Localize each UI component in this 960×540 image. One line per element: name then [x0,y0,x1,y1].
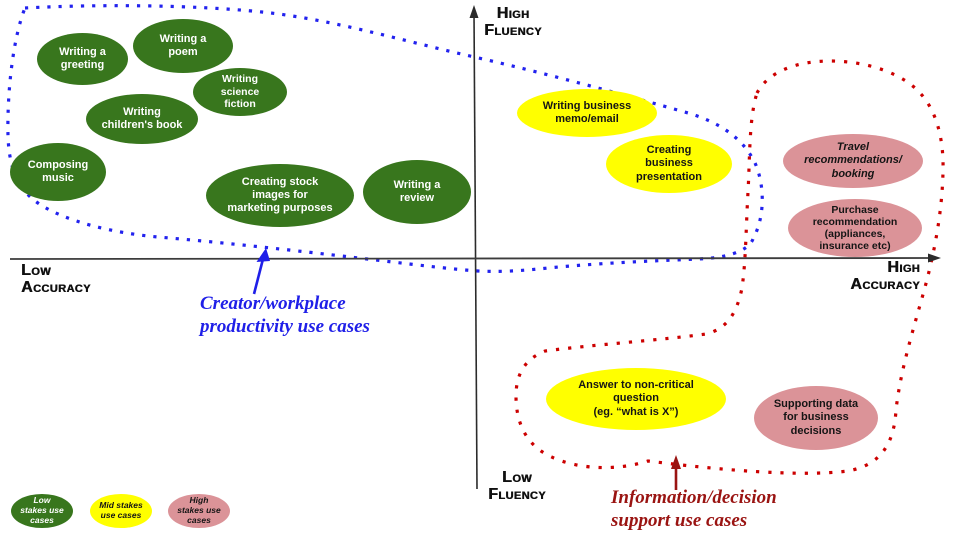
axis-label-low-fluency: Low Fluency [488,469,546,503]
usecase-label: Answer to non-critical question (eg. “wh… [578,379,694,418]
usecase-writing-a-poem: Writing a poem [133,19,233,73]
usecase-creating-business-presentation: Creating business presentation [606,135,732,193]
usecase-creating-stock-images: Creating stock images for marketing purp… [206,164,354,227]
legend-low-stakes: Low stakes use cases [11,494,73,528]
annotation-information-decision: Information/decision support use cases [611,487,777,532]
y-axis [473,11,478,490]
usecase-purchase-recommendation: Purchase recommendation (appliances, ins… [788,199,922,257]
usecase-label: Creating stock images for marketing purp… [227,175,333,215]
usecase-writing-business-memo-email: Writing business memo/email [517,89,657,137]
usecase-label: Writing a greeting [59,45,106,71]
legend-mid-stakes: Mid stakes use cases [90,494,152,528]
axis-label-high-accuracy: High Accuracy [850,259,920,293]
annotation-creator-workplace: Creator/workplace productivity use cases [200,293,370,338]
usecase-writing-a-greeting: Writing a greeting [37,33,128,85]
legend-label: Mid stakes use cases [99,500,143,520]
usecase-label: Writing a poem [159,32,207,58]
legend-label: High stakes use cases [177,495,221,525]
usecase-label: Writing science fiction [220,73,260,111]
usecase-label: Supporting data for business decisions [773,398,859,437]
usecase-answer-non-critical-question: Answer to non-critical question (eg. “wh… [546,368,726,430]
y-axis-arrowhead [469,5,479,18]
x-axis-arrowhead [928,253,941,263]
creator-annotation-arrow [252,258,265,295]
usecase-writing-childrens-book: Writing children's book [86,94,198,144]
usecase-label: Travel recommendations/ booking [804,141,902,180]
axis-label-high-fluency: High Fluency [484,5,542,39]
creator-annotation-arrowhead [256,248,270,262]
x-axis [9,257,931,260]
usecase-travel-recommendations-booking: Travel recommendations/ booking [783,134,923,188]
legend-label: Low stakes use cases [20,495,64,525]
usecase-label: Writing children's book [101,105,183,131]
usecase-label: Composing music [27,158,89,184]
usecase-label: Writing a review [393,178,441,204]
information-annotation-arrowhead [671,455,681,469]
usecase-composing-music: Composing music [10,143,106,201]
usecase-writing-a-review: Writing a review [363,160,471,224]
legend-high-stakes: High stakes use cases [168,494,230,528]
usecase-label: Purchase recommendation (appliances, ins… [812,203,898,253]
usecase-label: Writing business memo/email [542,99,632,125]
axis-label-low-accuracy: Low Accuracy [21,262,91,296]
usecase-label: Creating business presentation [635,144,702,183]
information-decision-group-outline [514,59,945,475]
usecase-writing-science-fiction: Writing science fiction [193,68,287,116]
usecase-supporting-data-business-decisions: Supporting data for business decisions [754,386,878,450]
